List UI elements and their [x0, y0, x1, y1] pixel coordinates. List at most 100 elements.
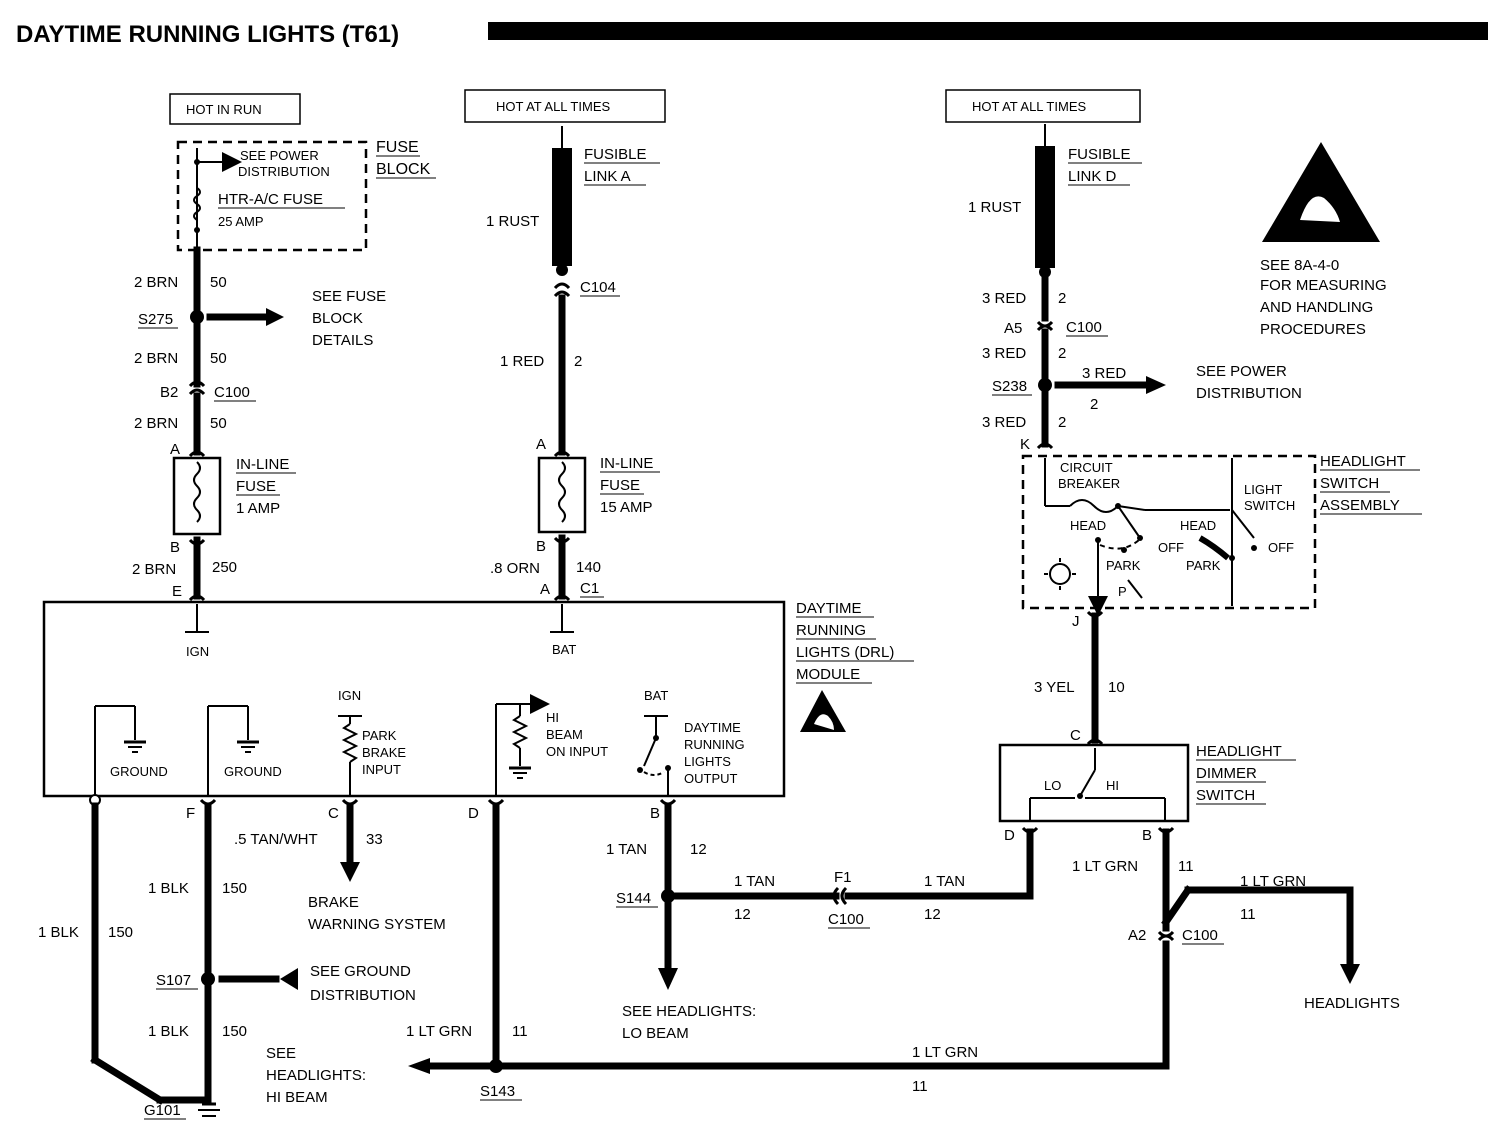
wire-1ltgrn-dimb: 1 LT GRN: [1072, 858, 1138, 875]
circuit-2-r1: 2: [1058, 290, 1066, 307]
splice-s144: S144: [616, 890, 651, 907]
drl-pin-c: C: [328, 805, 339, 822]
see-lo-beam-1: SEE HEADLIGHTS:: [622, 1003, 756, 1020]
connector-c100-right: C100: [1066, 319, 1102, 336]
fuse-block-label-1: FUSE: [376, 139, 419, 156]
headlight-switch-label-1: HEADLIGHT: [1320, 453, 1406, 470]
fusible-link-a-2: LINK A: [584, 168, 631, 185]
see-ground-2: DISTRIBUTION: [310, 987, 416, 1004]
circuit-150-f1: 150: [222, 880, 247, 897]
drl-bat2-label: BAT: [644, 688, 668, 703]
circuit-2-branch: 2: [1090, 396, 1098, 413]
fusible-link-a-1: FUSIBLE: [584, 146, 647, 163]
svg-text:HOT AT ALL TIMES: HOT AT ALL TIMES: [972, 99, 1086, 114]
see-fuse-block-1: SEE FUSE: [312, 288, 386, 305]
drl-hi-3: ON INPUT: [546, 744, 608, 759]
connector-c100-left: C100: [214, 384, 250, 401]
circuit-12-to-d: 12: [924, 906, 941, 923]
circuit-breaker-2: BREAKER: [1058, 476, 1120, 491]
circuit-140: 140: [576, 559, 601, 576]
drl-park-3: INPUT: [362, 762, 401, 777]
p-label: P: [1118, 584, 1127, 599]
dimmer-label-3: SWITCH: [1196, 787, 1255, 804]
brake-warning-1: BRAKE: [308, 894, 359, 911]
see-power-dist-1: SEE POWER: [1196, 363, 1287, 380]
headlight-switch-label-3: ASSEMBLY: [1320, 497, 1400, 514]
see-hi-beam-1: SEE: [266, 1045, 296, 1062]
pin-a-left: A: [170, 441, 180, 458]
headlight-switch-assembly: [1021, 454, 1317, 616]
wire-1tan-to-d: 1 TAN: [924, 873, 965, 890]
fusible-link-d: [1035, 124, 1055, 278]
right-lower-wiring: [1086, 610, 1104, 746]
dimmer-lo: LO: [1044, 778, 1061, 793]
inline-fuse-15amp-1: IN-LINE: [600, 455, 653, 472]
wire-1red: 1 RED: [500, 353, 544, 370]
hot-at-all-times-box-b: HOT AT ALL TIMES: [945, 89, 1141, 123]
dimmer-label-2: DIMMER: [1196, 765, 1257, 782]
wire-3red-1: 3 RED: [982, 290, 1026, 307]
see-power-dist-2: DISTRIBUTION: [1196, 385, 1302, 402]
fuse-block: SEE POWER DISTRIBUTION HTR-A/C FUSE 25 A…: [176, 140, 368, 252]
wire-1ltgrn-d: 1 LT GRN: [406, 1023, 472, 1040]
see-lo-beam-2: LO BEAM: [622, 1025, 689, 1042]
svg-text:25 AMP: 25 AMP: [218, 214, 264, 229]
circuit-50-2: 50: [210, 350, 227, 367]
light-switch-2: SWITCH: [1244, 498, 1295, 513]
ground-g101: G101: [144, 1102, 181, 1119]
drl-out-2: RUNNING: [684, 737, 745, 752]
left-column-wiring: [172, 246, 284, 602]
circuit-150-f2: 150: [222, 1023, 247, 1040]
see-fuse-block-3: DETAILS: [312, 332, 373, 349]
bottom-wiring: [89, 794, 1360, 1117]
circuit-12-s144: 12: [734, 906, 751, 923]
circuit-2-r3: 2: [1058, 414, 1066, 431]
middle-column-wiring: [537, 282, 587, 602]
diagram-title: DAYTIME RUNNING LIGHTS (T61): [16, 21, 399, 48]
splice-s275: S275: [138, 311, 173, 328]
drl-ground-1: GROUND: [110, 764, 168, 779]
drl-ground-2: GROUND: [224, 764, 282, 779]
esd-warning-icon: [1262, 142, 1380, 242]
drl-module: [42, 600, 846, 798]
right-column-wiring: [1036, 274, 1166, 450]
inline-fuse-1amp-3: 1 AMP: [236, 500, 280, 517]
pin-k: K: [1020, 436, 1030, 453]
see-hi-beam-2: HEADLIGHTS:: [266, 1067, 366, 1084]
head-label-b: HEAD: [1180, 518, 1216, 533]
circuit-10: 10: [1108, 679, 1125, 696]
drl-pin-d: D: [468, 805, 479, 822]
wire-1rust-d: 1 RUST: [968, 199, 1021, 216]
drl-module-label-4: MODULE: [796, 666, 860, 683]
circuit-11-bottom: 11: [912, 1078, 928, 1095]
circuit-250: 250: [212, 559, 237, 576]
svg-text:HOT AT ALL TIMES: HOT AT ALL TIMES: [496, 99, 610, 114]
off-label-a: OFF: [1158, 540, 1184, 555]
see-ground-1: SEE GROUND: [310, 963, 411, 980]
esd-note-1: SEE 8A-4-0: [1260, 257, 1339, 274]
fuse-block-label-2: BLOCK: [376, 161, 431, 178]
wire-1ltgrn-hl: 1 LT GRN: [1240, 873, 1306, 890]
drl-out-4: OUTPUT: [684, 771, 738, 786]
esd-note-4: PROCEDURES: [1260, 321, 1366, 338]
wire-1tan-s144: 1 TAN: [734, 873, 775, 890]
wire-1blk-g: 1 BLK: [38, 924, 79, 941]
head-label-a: HEAD: [1070, 518, 1106, 533]
circuit-33: 33: [366, 831, 383, 848]
conn-pin-f1: F1: [834, 869, 852, 886]
inline-fuse-15amp-2: FUSE: [600, 477, 640, 494]
connector-c1: C1: [580, 580, 599, 597]
circuit-50-3: 50: [210, 415, 227, 432]
dimmer-hi: HI: [1106, 778, 1119, 793]
pin-a-c1: A: [540, 581, 550, 598]
drl-park-1: PARK: [362, 728, 397, 743]
conn-pin-a2: A2: [1128, 927, 1146, 944]
wire-1rust-a: 1 RUST: [486, 213, 539, 230]
inline-fuse-1amp-1: IN-LINE: [236, 456, 289, 473]
pin-j: J: [1072, 613, 1080, 630]
wire-8orn: .8 ORN: [490, 560, 540, 577]
circuit-2-mid: 2: [574, 353, 582, 370]
connector-c100-a2: C100: [1182, 927, 1218, 944]
title-bar: [488, 22, 1488, 40]
